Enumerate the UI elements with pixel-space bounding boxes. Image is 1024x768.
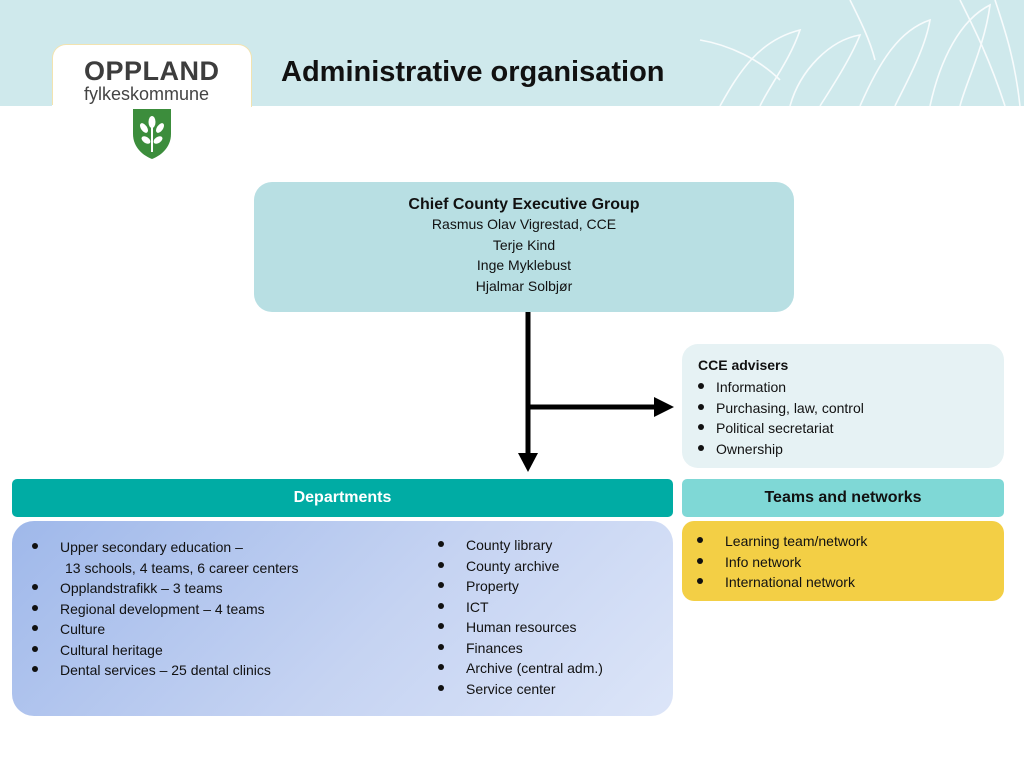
cce-member: Inge Myklebust [476,257,572,273]
departments-box: Upper secondary education – 13 schools, … [12,521,673,716]
list-item-label: Purchasing, law, control [716,399,864,416]
bullet-icon [697,578,703,584]
list-item-label: Archive (central adm.) [466,660,603,676]
list-item-label: International network [725,574,855,590]
logo-subtitle: fylkeskommune [84,84,210,104]
list-item-label: County archive [466,557,560,574]
list-item-label: Service center [466,680,556,697]
list-item: Info network [697,552,867,573]
list-item: Archive (central adm.) [438,658,603,679]
cce-group-title: Chief County Executive Group [408,196,640,213]
list-item-label: Property [466,578,519,594]
list-item-label: Learning team/network [725,533,868,549]
list-item-label: Dental services – 25 dental clinics [60,662,271,678]
list-item: Purchasing, law, control [698,398,864,419]
decorative-leaves [699,0,1021,106]
bullet-icon [698,403,704,410]
list-item: Culture [32,619,298,640]
list-item-label: Info network [725,553,802,570]
cce-member: Hjalmar Solbjør [475,277,573,294]
departments-list-left: Upper secondary education – 13 schools, … [32,537,298,681]
list-item: Service center [438,679,603,700]
bullet-icon [438,684,444,691]
list-item: Cultural heritage [32,640,298,661]
cce-advisers-box: CCE advisers Information Purchasing, law… [682,344,1004,468]
cce-member: Rasmus Olav Vigrestad, CCE [431,216,617,232]
bullet-icon [438,643,444,650]
list-item-label: Upper secondary education – [60,539,243,555]
list-item: Information [698,377,864,398]
bullet-icon [698,383,704,389]
bullet-icon [697,537,703,543]
advisers-title: CCE advisers [698,357,789,373]
list-item-label: Ownership [716,440,783,457]
list-item-sublabel: 13 schools, 4 teams, 6 career centers [65,559,299,576]
list-item: Dental services – 25 dental clinics [32,660,298,681]
bullet-icon [32,645,38,652]
list-item: County archive [438,556,603,577]
list-item: Upper secondary education – [32,537,298,558]
bullet-icon [698,424,704,430]
list-item-label: Regional development – 4 teams [60,600,265,617]
list-item-label: Culture [60,621,106,637]
list-item-label: Opplandstrafikk – 3 teams [60,580,223,596]
teams-box: Learning team/network Info network Inter… [682,521,1004,601]
bullet-icon [698,444,704,451]
teams-list: Learning team/network Info network Inter… [697,531,867,593]
list-item-label: Human resources [466,619,577,635]
bullet-icon [32,625,38,631]
bullet-icon [438,561,444,568]
bullet-icon [32,666,38,672]
departments-list-right: County library County archive Property I… [438,535,603,699]
list-item-label: Finances [466,639,523,656]
arrowhead-down-icon [518,453,538,472]
cce-group-box: Chief County Executive Group Rasmus Olav… [254,182,794,312]
logo-name: OPPLAND [84,56,220,86]
bullet-icon [32,604,38,611]
departments-header: Departments [12,479,673,517]
cce-member: Terje Kind [492,236,556,253]
bullet-icon [697,557,703,564]
list-item: Regional development – 4 teams [32,599,298,620]
list-item: Opplandstrafikk – 3 teams [32,578,298,599]
list-item: Human resources [438,617,603,638]
bullet-icon [32,584,38,590]
bullet-icon [32,543,38,549]
bullet-icon [438,582,444,588]
list-item-label: County library [466,537,553,553]
arrowhead-right-icon [654,397,674,417]
list-item: Political secretariat [698,418,864,439]
county-crest-icon [133,109,171,159]
list-item: Finances [438,638,603,659]
list-item-label: Cultural heritage [60,641,163,658]
list-item: County library [438,535,603,556]
list-item-label: Information [716,379,787,395]
list-item: Learning team/network [697,531,867,552]
logo-card [52,44,252,107]
bullet-icon [438,541,444,547]
list-item: International network [697,572,867,593]
list-item: Ownership [698,439,864,460]
teams-header: Teams and networks [682,479,1004,517]
advisers-list: Information Purchasing, law, control Pol… [698,377,864,459]
list-item-label: ICT [466,598,489,615]
list-item: Property [438,576,603,597]
bullet-icon [438,602,444,609]
bullet-icon [438,623,444,629]
list-item: ICT [438,597,603,618]
list-item-label: Political secretariat [716,420,834,436]
slide-title: Administrative organisation [281,56,665,88]
bullet-icon [438,664,444,670]
